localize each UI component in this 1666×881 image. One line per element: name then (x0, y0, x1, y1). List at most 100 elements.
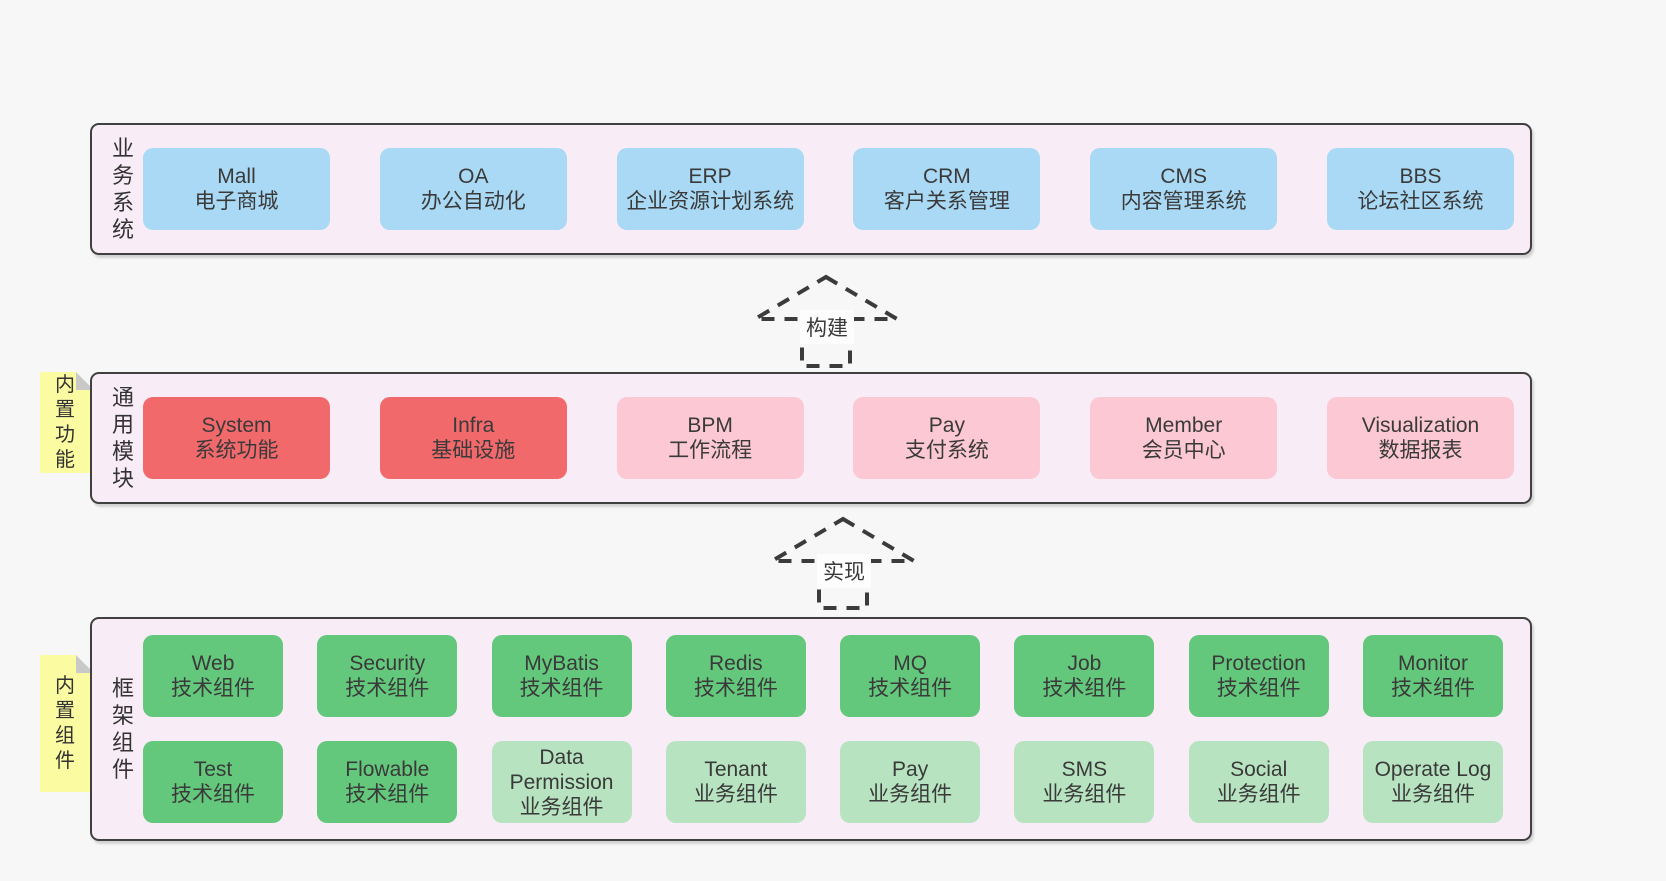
box-title: ERP (688, 165, 732, 188)
box-title: Job (1067, 652, 1102, 675)
box-mybatis: MyBatis 技术组件 (491, 635, 632, 717)
box-title: SMS (1061, 758, 1108, 781)
business-systems-label: 业务系统 (111, 136, 134, 242)
box-title: Flowable (345, 758, 430, 781)
common-modules-box-row: System 系统功能 Infra 基础设施 BPM 工作流程 Pay 支付系统… (137, 397, 1530, 479)
framework-components-grid: Web 技术组件 Security 技术组件 MyBatis 技术组件 Redi… (137, 635, 1530, 823)
box-title: Test (193, 758, 233, 781)
box-subtitle: 工作流程 (668, 439, 753, 462)
biz-components-row: Test 技术组件 Flowable 技术组件 Data Permission … (143, 741, 1503, 823)
build-arrow-label: 构建 (806, 317, 848, 340)
box-title: BBS (1399, 165, 1442, 188)
box-subtitle: 数据报表 (1378, 439, 1463, 462)
box-subtitle: 技术组件 (1216, 677, 1301, 700)
box-title: Infra (452, 414, 495, 437)
builtin-components-sticky-note: 内置组件 (40, 655, 94, 792)
box-system: System 系统功能 (143, 397, 330, 479)
implement-arrow-label: 实现 (823, 561, 865, 584)
box-monitor: Monitor 技术组件 (1362, 635, 1503, 717)
box-title: MQ (893, 652, 928, 675)
box-job: Job 技术组件 (1014, 635, 1155, 717)
box-subtitle: 基础设施 (431, 439, 516, 462)
box-title: MyBatis (524, 652, 599, 675)
box-subtitle: 企业资源计划系统 (626, 190, 795, 213)
box-subtitle: 技术组件 (171, 783, 255, 806)
box-bbs: BBS 论坛社区系统 (1326, 148, 1514, 230)
common-modules-label: 通用模块 (111, 385, 134, 491)
box-test: Test 技术组件 (143, 741, 283, 823)
section-common-modules: 通用模块 System 系统功能 Infra 基础设施 BPM 工作流程 Pay… (90, 372, 1532, 504)
box-subtitle: 办公自动化 (420, 190, 526, 213)
box-subtitle: 内容管理系统 (1120, 190, 1247, 213)
box-title: Web (191, 652, 235, 675)
box-subtitle: 业务组件 (1042, 783, 1127, 806)
implement-arrow-icon: 实现 (768, 516, 918, 610)
box-title: Tenant (704, 758, 768, 781)
box-subtitle: 技术组件 (171, 677, 255, 700)
box-data-permission: Data Permission 业务组件 (491, 741, 632, 823)
box-security: Security 技术组件 (317, 635, 458, 717)
box-title: OA (458, 165, 489, 188)
box-title: Pay (928, 414, 965, 437)
box-subtitle: 技术组件 (345, 677, 430, 700)
box-subtitle: 论坛社区系统 (1357, 190, 1484, 213)
box-subtitle: 业务组件 (1216, 783, 1301, 806)
box-oa: OA 办公自动化 (379, 148, 567, 230)
box-title: Protection (1211, 652, 1306, 675)
box-tenant: Tenant 业务组件 (665, 741, 806, 823)
sticky-note-label: 内置组件 (55, 674, 75, 772)
tech-components-row: Web 技术组件 Security 技术组件 MyBatis 技术组件 Redi… (143, 635, 1503, 717)
box-crm: CRM 客户关系管理 (853, 148, 1041, 230)
box-erp: ERP 企业资源计划系统 (616, 148, 804, 230)
box-title: Redis (708, 652, 763, 675)
box-title: Member (1145, 414, 1223, 437)
box-subtitle: 电子商城 (194, 190, 279, 213)
box-title: Monitor (1397, 652, 1468, 675)
box-infra: Infra 基础设施 (379, 397, 567, 479)
box-title: Social (1230, 758, 1288, 781)
box-operate-log: Operate Log 业务组件 (1362, 741, 1503, 823)
box-protection: Protection 技术组件 (1188, 635, 1329, 717)
box-subtitle: 系统功能 (194, 439, 279, 462)
box-subtitle: 业务组件 (868, 783, 953, 806)
box-subtitle: 业务组件 (519, 795, 604, 819)
box-title: Security (349, 652, 426, 675)
box-subtitle: 技术组件 (519, 677, 604, 700)
box-pay-module: Pay 支付系统 (853, 397, 1041, 479)
box-cms: CMS 内容管理系统 (1090, 148, 1278, 230)
build-arrow-icon: 构建 (751, 274, 901, 368)
box-sms: SMS 业务组件 (1014, 741, 1155, 823)
box-subtitle: 技术组件 (868, 677, 953, 700)
box-title: CRM (922, 165, 971, 188)
box-title: Pay (892, 758, 929, 781)
box-subtitle: 技术组件 (693, 677, 778, 700)
box-subtitle: 客户关系管理 (883, 190, 1010, 213)
box-title: Data Permission (509, 745, 614, 794)
box-subtitle: 技术组件 (345, 783, 430, 806)
box-title: Operate Log (1374, 758, 1492, 781)
box-web: Web 技术组件 (143, 635, 283, 717)
business-systems-box-row: Mall 电子商城 OA 办公自动化 ERP 企业资源计划系统 CRM 客户关系… (137, 148, 1530, 230)
box-pay-component: Pay 业务组件 (840, 741, 981, 823)
box-title: BPM (687, 414, 733, 437)
box-subtitle: 技术组件 (1390, 677, 1475, 700)
sticky-note-label: 内置功能 (55, 373, 75, 471)
box-member: Member 会员中心 (1090, 397, 1278, 479)
box-redis: Redis 技术组件 (665, 635, 806, 717)
box-mq: MQ 技术组件 (840, 635, 981, 717)
box-social: Social 业务组件 (1188, 741, 1329, 823)
box-flowable: Flowable 技术组件 (317, 741, 458, 823)
box-subtitle: 业务组件 (693, 783, 778, 806)
box-subtitle: 支付系统 (904, 439, 989, 462)
box-visualization: Visualization 数据报表 (1326, 397, 1514, 479)
section-business-systems: 业务系统 Mall 电子商城 OA 办公自动化 ERP 企业资源计划系统 CRM… (90, 123, 1532, 255)
box-title: Visualization (1361, 414, 1480, 437)
box-subtitle: 会员中心 (1141, 439, 1226, 462)
framework-components-label: 框架组件 (111, 676, 134, 782)
box-bpm: BPM 工作流程 (616, 397, 804, 479)
builtin-features-sticky-note: 内置功能 (40, 372, 94, 473)
box-title: Mall (217, 165, 256, 188)
box-mall: Mall 电子商城 (143, 148, 330, 230)
box-subtitle: 业务组件 (1390, 783, 1475, 806)
